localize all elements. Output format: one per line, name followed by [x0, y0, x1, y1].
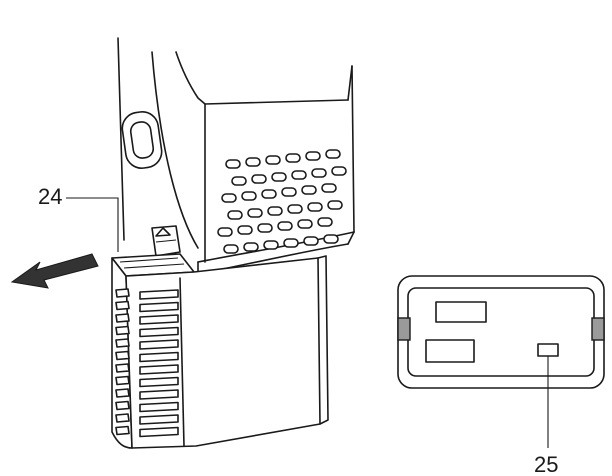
grille-slot: [321, 183, 337, 193]
grip-ridge: [139, 301, 179, 313]
grille-slot: [227, 210, 243, 220]
grille-slot: [303, 236, 319, 246]
grille-slot: [243, 242, 259, 252]
grille-slot: [297, 219, 313, 229]
grip-ridge: [139, 389, 179, 400]
grille-slot: [305, 151, 321, 161]
grip-ridge: [115, 288, 130, 298]
removal-arrow-icon: [10, 253, 99, 289]
callout-24: 24: [38, 184, 119, 252]
grille-slot: [245, 157, 261, 167]
grip-ridge: [115, 350, 130, 361]
grille-slot: [267, 206, 283, 216]
grille-slot: [225, 159, 241, 169]
grip-ridge: [115, 400, 130, 411]
grille-slot: [251, 174, 267, 184]
grip-ridge: [115, 425, 130, 436]
grille-slot: [231, 176, 247, 186]
grip-ridge: [115, 338, 130, 348]
grille-slot: [323, 234, 339, 244]
grip-ridge: [115, 375, 130, 386]
grip-ridges-left: [115, 288, 130, 436]
grip-ridge: [139, 426, 179, 438]
grille-slot: [307, 202, 323, 212]
grille-slot: [291, 170, 307, 180]
grip-ridge: [115, 363, 130, 373]
callout-number-24: 24: [38, 184, 62, 209]
grip-ridge: [139, 401, 179, 413]
grip-ridge: [139, 314, 179, 325]
grille-slot: [221, 193, 237, 203]
battery-bottom-view: [397, 275, 605, 389]
grille-slot: [283, 238, 299, 248]
grip-ridge: [139, 326, 179, 338]
callout-25: 25: [534, 356, 558, 476]
grip-ridge: [115, 313, 130, 323]
grille-slot: [265, 155, 281, 165]
contact-plate-upper: [435, 301, 487, 323]
grille-slot: [281, 187, 297, 197]
grip-ridge: [139, 289, 179, 300]
battery-contact: [537, 343, 559, 357]
grip-ridge: [115, 325, 130, 336]
grille-slot: [325, 149, 341, 159]
grille-slot: [247, 208, 263, 218]
grip-ridge: [139, 339, 179, 350]
grip-ridge: [139, 364, 179, 375]
grille-slot: [331, 166, 347, 176]
radio-body: [117, 37, 355, 275]
grille-slot: [311, 168, 327, 178]
grip-ridge: [139, 376, 179, 388]
grille-slot: [301, 185, 317, 195]
grille-slot: [223, 244, 239, 254]
callout-number-25: 25: [534, 452, 558, 476]
grille-slot: [261, 189, 277, 199]
speaker-grille: [217, 149, 347, 254]
grip-ridge: [139, 351, 179, 363]
grip-ridge: [115, 413, 130, 423]
contact-plate-lower: [425, 339, 475, 363]
grille-slot: [287, 204, 303, 214]
grip-ridge: [115, 300, 130, 311]
grille-slot: [277, 221, 293, 231]
grip-ridges-front: [139, 289, 179, 438]
grille-slot: [263, 240, 279, 250]
grille-slot: [327, 200, 343, 210]
grille-slot: [257, 223, 273, 233]
grip-ridge: [139, 414, 179, 425]
strap-slot: [121, 111, 163, 169]
grille-slot: [241, 191, 257, 201]
grille-slot: [271, 172, 287, 182]
grille-slot: [285, 153, 301, 163]
release-latch-icon: [151, 225, 181, 257]
grip-ridge: [115, 388, 130, 398]
grille-slot: [317, 217, 333, 227]
grille-slot: [217, 227, 233, 237]
grille-slot: [237, 225, 253, 235]
battery-pack: [111, 253, 329, 449]
